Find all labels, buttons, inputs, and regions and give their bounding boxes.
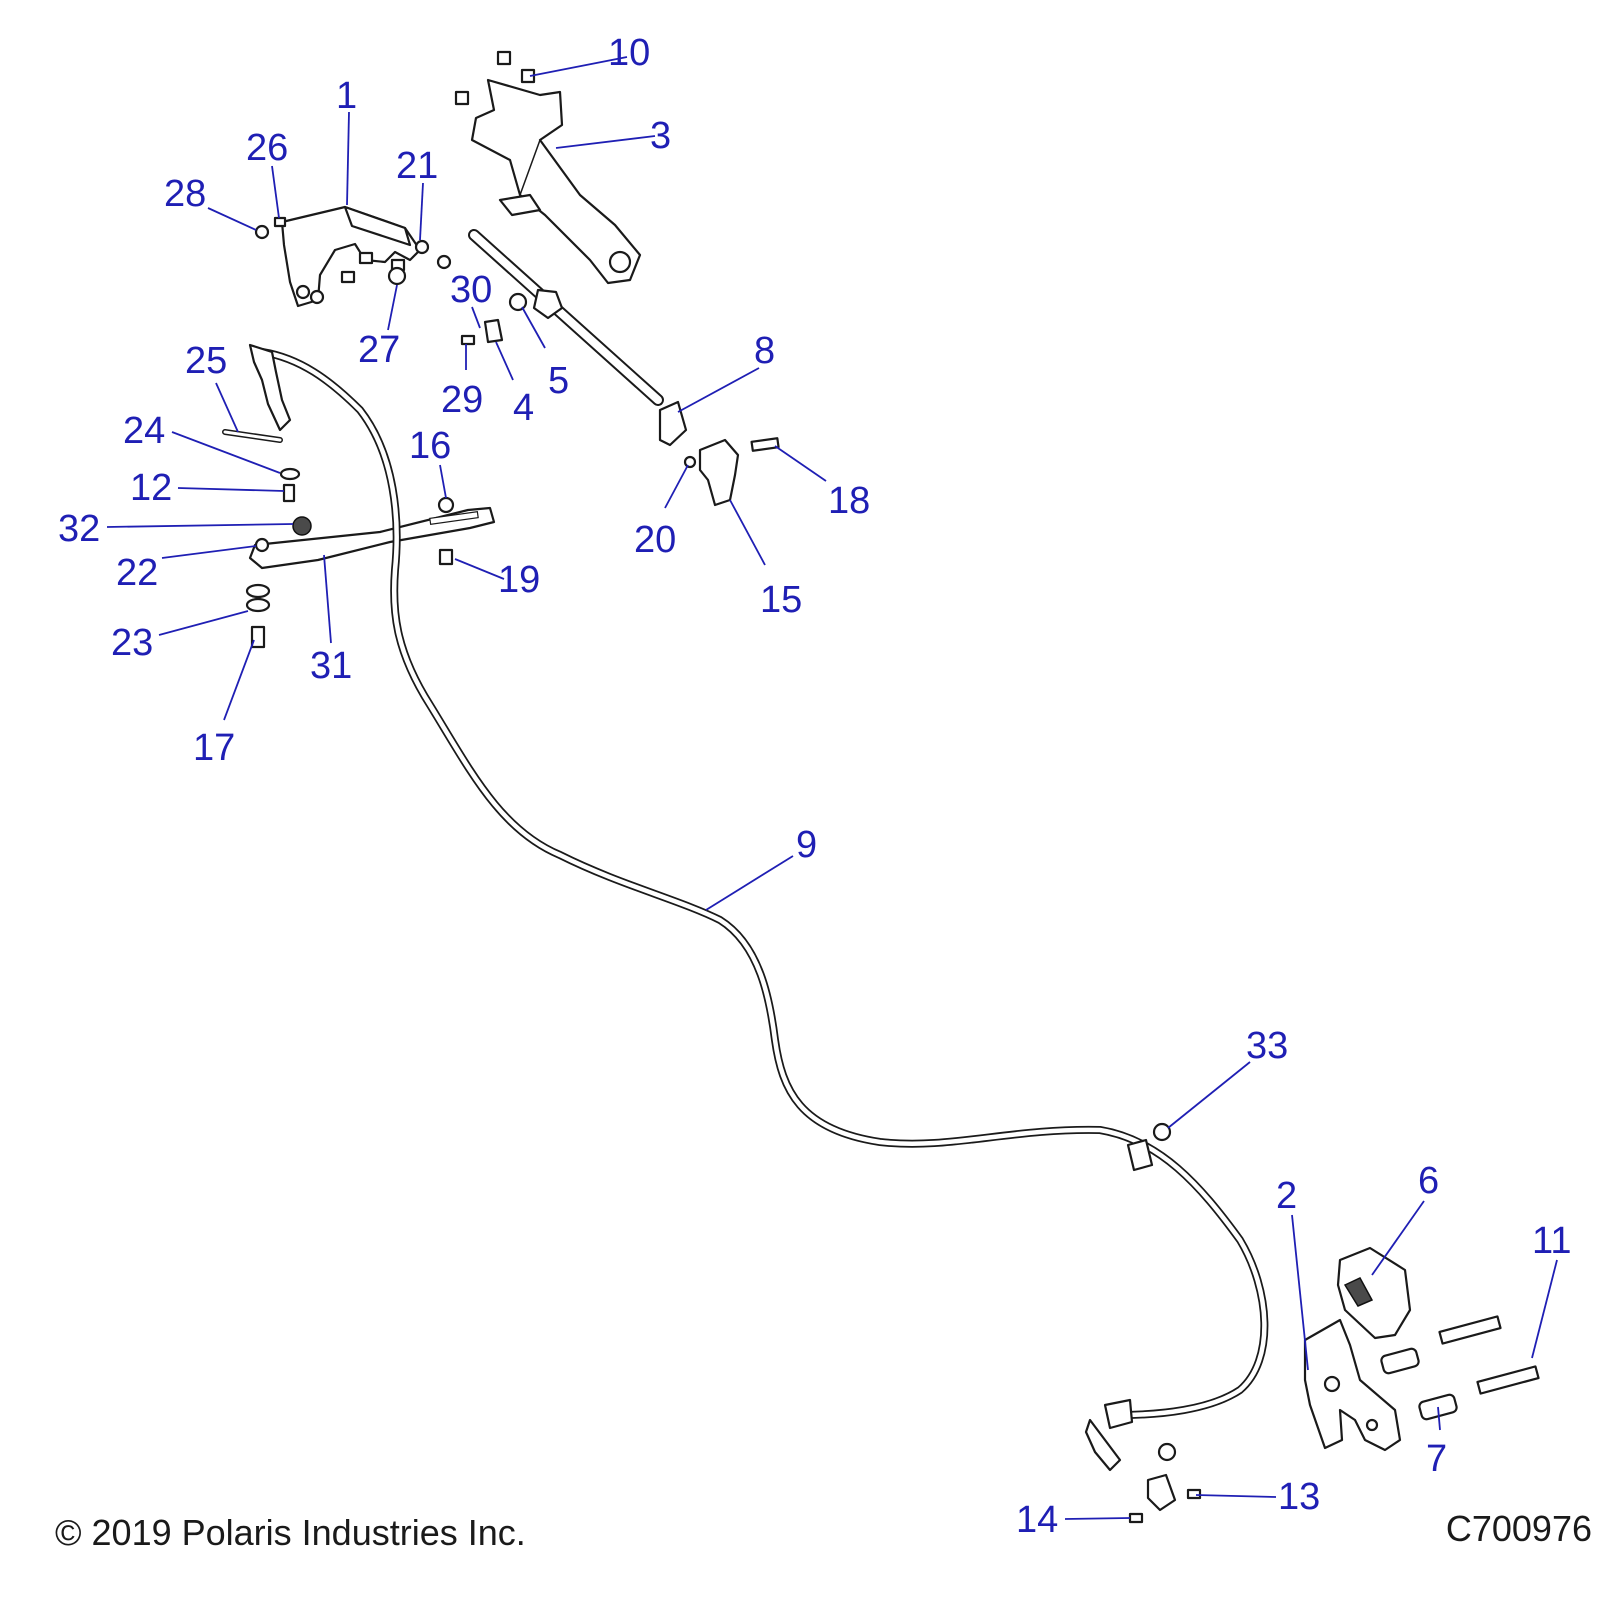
callout-6: 6 [1418,1160,1439,1202]
part-32-spring [292,516,312,536]
part-17-bolt [250,625,266,649]
callout-30: 30 [450,269,492,311]
leader-lines [106,56,1558,1520]
part-19-bolt [438,548,454,566]
part-25-cotter-pin [222,429,283,443]
callout-32: 32 [58,508,100,550]
part-21-nut-b [436,254,452,270]
part-15-latch [698,438,740,507]
part-29-screw [460,334,476,346]
callout-11: 11 [1532,1220,1571,1262]
part-20-nut [683,455,697,469]
part-33-nut [1152,1122,1172,1142]
part-2-bracket [1303,1318,1402,1452]
callout-10: 10 [608,32,650,74]
part-12-pin [282,483,296,503]
part-8-clip [658,400,688,447]
callout-1: 1 [336,75,357,117]
callout-13: 13 [1278,1476,1320,1518]
callout-5: 5 [548,360,569,402]
callout-16: 16 [409,425,451,467]
part-21-nut [414,239,430,255]
callout-29: 29 [441,379,483,421]
callout-7: 7 [1426,1438,1447,1480]
drawing-number: C700976 [1445,1508,1592,1549]
callout-3: 3 [650,115,671,157]
part-6-caliper [1336,1246,1412,1340]
callout-4: 4 [513,387,534,429]
part-18-pin [750,437,780,452]
part-9-cable [248,343,1269,1512]
part-13-pin [1186,1488,1202,1500]
part-26-bolt [273,216,287,228]
part-27-nut-b [309,289,325,305]
callout-20: 20 [634,519,676,561]
part-22-nut [254,537,270,553]
part-30-clip [483,318,504,344]
callout-14: 14 [1016,1499,1058,1541]
callout-17: 17 [193,727,235,769]
part-27-nut [387,266,407,286]
callout-31: 31 [310,645,352,687]
part-24-washer [279,467,301,481]
callout-12: 12 [130,467,172,509]
part-16-nut [437,496,455,514]
part-1-bracket [280,205,422,308]
callout-19: 19 [498,559,540,601]
callout-33: 33 [1246,1025,1288,1067]
cable-lower-nut [1157,1442,1177,1462]
part-3-bracket [470,78,642,285]
callout-25: 25 [185,340,227,382]
callout-21: 21 [396,145,438,187]
part-14-pin [1128,1512,1144,1524]
callout-28: 28 [164,173,206,215]
callout-26: 26 [246,127,288,169]
callout-23: 23 [111,622,153,664]
callout-15: 15 [760,579,802,621]
pivot-rod [468,229,664,406]
part-31-lever [248,506,496,570]
callout-2: 2 [1276,1175,1297,1217]
part-28-nut [254,224,270,240]
callout-18: 18 [828,480,870,522]
callout-labels: 1 2 3 4 5 6 7 8 9 10 11 12 13 14 15 16 1… [58,32,1571,1541]
callout-9: 9 [796,824,817,866]
callout-27: 27 [358,329,400,371]
part-5-bushing [508,292,528,312]
callout-22: 22 [116,552,158,594]
part-11-bolts [1438,1315,1540,1395]
callout-24: 24 [123,410,165,452]
callout-8: 8 [754,330,775,372]
copyright-notice: © 2019 Polaris Industries Inc. [55,1512,526,1553]
part-23-washers [245,583,271,613]
